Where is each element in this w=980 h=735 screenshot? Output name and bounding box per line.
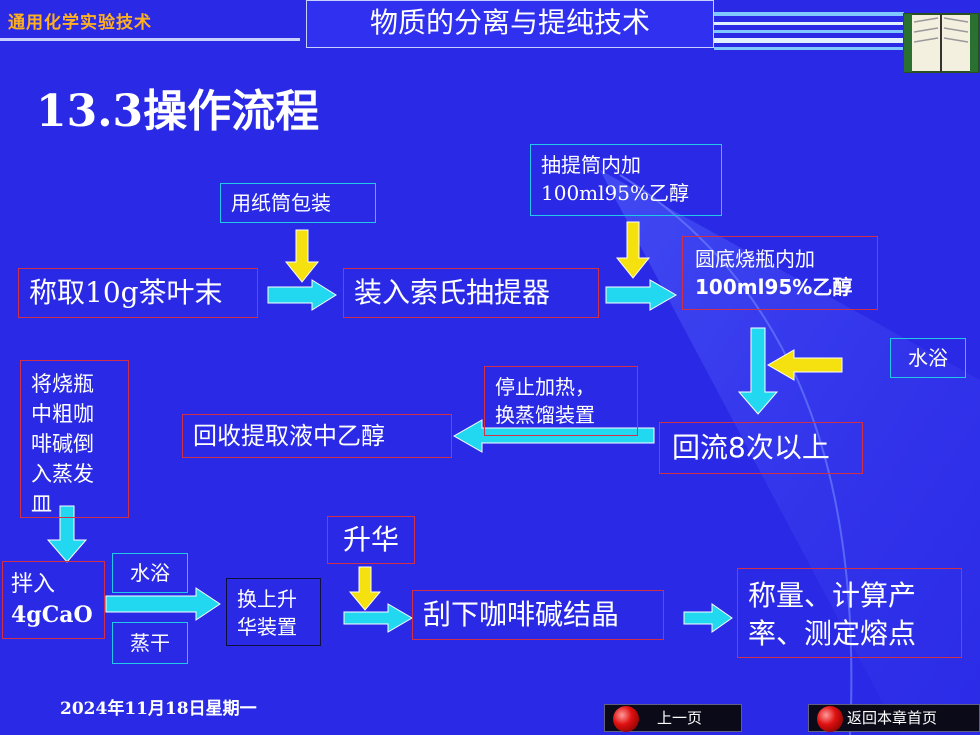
step-flask-line1: 圆底烧瓶内加 (695, 247, 815, 271)
step-reflux-label: 回流8次以上 (672, 431, 830, 464)
step-water-bath-2: 水浴 (112, 553, 188, 593)
step-dry-label: 蒸干 (130, 631, 170, 655)
arrow-swap-to-scrape (343, 603, 413, 633)
arrow-sublime-down (348, 566, 382, 611)
arrow-reflux-to-recover (452, 419, 655, 453)
step-scrape: 刮下咖啡碱结晶 (412, 590, 664, 640)
step-dry: 蒸干 (112, 622, 188, 664)
arrow-weigh-to-load (267, 279, 337, 311)
arrow-load-to-flask (605, 279, 678, 311)
step-reflux: 回流8次以上 (659, 422, 863, 474)
step-scrape-label: 刮下咖啡碱结晶 (423, 598, 620, 631)
arrow-wrap-down (284, 229, 320, 283)
step-wrap: 用纸筒包装 (220, 183, 376, 223)
step-sublime-label: 升华 (342, 523, 399, 556)
brand-label: 通用化学实验技术 (8, 13, 152, 33)
step-swap-line1: 换上升 (237, 587, 297, 611)
step-pour-line3: 啡碱倒 (31, 432, 94, 456)
step-flask-line2: 100ml95%乙醇 (695, 275, 853, 299)
step-pour-line4: 入蒸发 (31, 462, 94, 486)
header-title: 物质的分离与提纯技术 (306, 0, 714, 48)
step-recover: 回收提取液中乙醇 (182, 414, 452, 458)
step-pour-line5: 皿 (31, 492, 52, 516)
prev-page-button[interactable]: 上一页 (604, 704, 742, 732)
arrow-water-bath-left (766, 349, 843, 381)
step-stir: 拌入 4gCaO (2, 561, 105, 639)
chapter-home-button[interactable]: 返回本章首页 (808, 704, 980, 732)
step-swap-apparatus: 换上升 华装置 (226, 578, 321, 646)
step-add-ethanol: 抽提筒内加 100ml95%乙醇 (530, 144, 722, 216)
header-rule (0, 38, 300, 41)
step-stop-line2: 换蒸馏装置 (495, 403, 595, 427)
step-pour-line2: 中粗咖 (31, 402, 94, 426)
step-weigh-label: 称取10g茶叶末 (29, 276, 223, 309)
step-add-ethanol-line1: 抽提筒内加 (541, 153, 641, 177)
step-stir-line2: 4gCaO (11, 602, 93, 628)
step-final-line1: 称量、计算产 (748, 579, 917, 612)
step-stop-line1: 停止加热， (495, 375, 595, 399)
arrow-stir-to-swap (105, 587, 221, 621)
step-water-bath-1: 水浴 (890, 338, 966, 378)
step-water-bath-2-label: 水浴 (130, 561, 170, 585)
step-sublime: 升华 (327, 516, 415, 564)
step-flask: 圆底烧瓶内加 100ml95%乙醇 (682, 236, 878, 310)
step-wrap-label: 用纸筒包装 (231, 191, 331, 215)
chapter-home-label: 返回本章首页 (847, 709, 938, 727)
arrow-flask-to-reflux (737, 327, 779, 415)
arrow-pour-down (46, 505, 88, 563)
step-add-ethanol-line2: 100ml95%乙醇 (541, 181, 689, 205)
step-stop-heating: 停止加热， 换蒸馏装置 (484, 366, 638, 436)
step-load: 装入索氏抽提器 (343, 268, 599, 318)
arrow-scrape-to-final (683, 603, 733, 633)
step-final-line2: 率、测定熔点 (748, 617, 917, 650)
red-ball-icon (613, 706, 639, 732)
footer-date: 2024年11月18日星期一 (60, 699, 257, 719)
step-pour: 将烧瓶 中粗咖 啡碱倒 入蒸发 皿 (20, 360, 129, 518)
step-water-bath-1-label: 水浴 (908, 346, 948, 370)
page-title: 13.3操作流程 (36, 86, 320, 137)
book-icon (903, 13, 979, 73)
arrow-ethanol-down (615, 221, 651, 279)
step-swap-line2: 华装置 (237, 615, 297, 639)
step-recover-label: 回收提取液中乙醇 (193, 422, 385, 450)
step-stir-line1: 拌入 (11, 572, 56, 597)
step-pour-line1: 将烧瓶 (31, 372, 94, 396)
red-ball-icon (817, 706, 843, 732)
step-final: 称量、计算产 率、测定熔点 (737, 568, 962, 658)
prev-page-label: 上一页 (657, 709, 703, 727)
step-weigh: 称取10g茶叶末 (18, 268, 258, 318)
step-load-label: 装入索氏抽提器 (354, 276, 551, 309)
